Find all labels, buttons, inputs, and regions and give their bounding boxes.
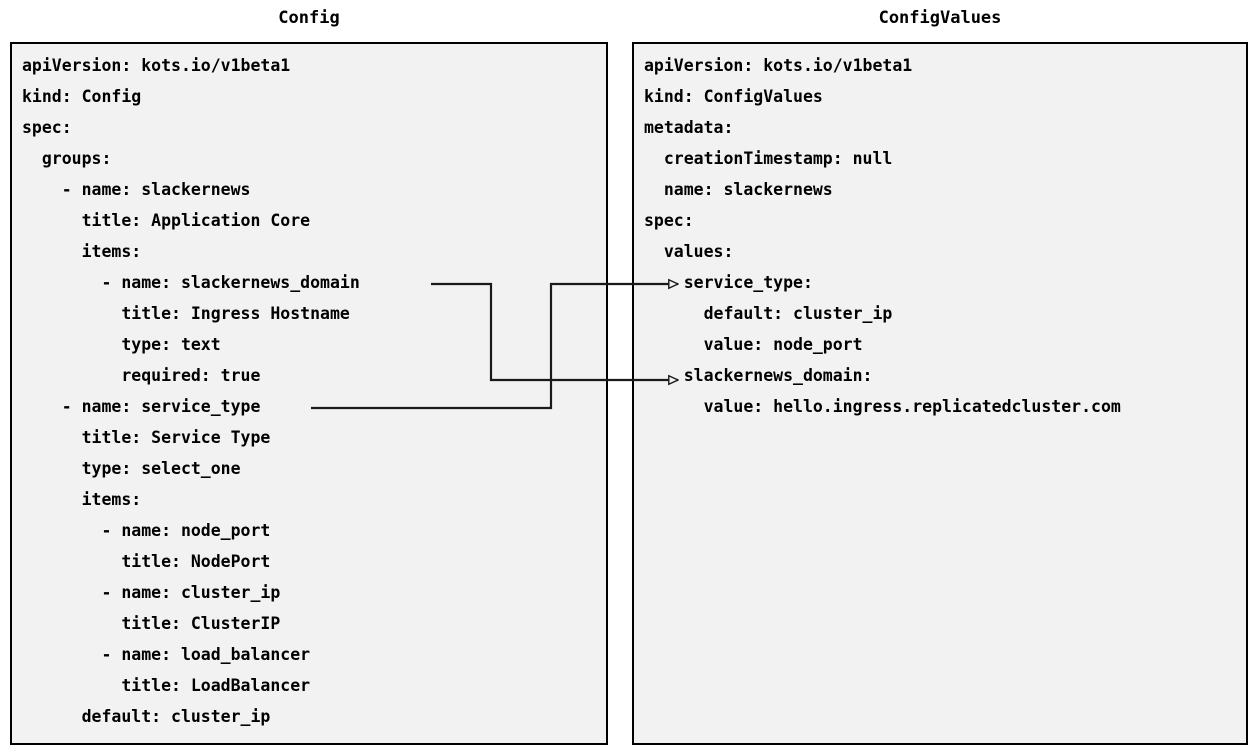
config-panel-title: Config <box>278 8 340 28</box>
config-yaml-line: required: true <box>22 366 261 385</box>
configvalues-yaml-line: spec: <box>644 211 694 230</box>
configvalues-yaml-line: value: node_port <box>644 335 863 354</box>
config-yaml-line: title: Application Core <box>22 211 311 230</box>
config-yaml-line: title: LoadBalancer <box>22 676 311 695</box>
configvalues-yaml-lines: apiVersion: kots.io/v1beta1 kind: ConfigV… <box>644 50 1246 743</box>
configvalues-yaml-line: creationTimestamp: null <box>644 149 893 168</box>
config-yaml-line: type: text <box>22 335 221 354</box>
config-yaml-line: title: Ingress Hostname <box>22 304 350 323</box>
config-yaml-line: spec: <box>22 118 72 137</box>
configvalues-yaml-line: values: <box>644 242 734 261</box>
config-yaml-line: default: cluster_ip <box>22 707 271 726</box>
configvalues-yaml-line: name: slackernews <box>644 180 833 199</box>
config-yaml-line: kind: Config <box>22 87 142 106</box>
configvalues-yaml-line: service_type: <box>644 273 813 292</box>
config-yaml-line: items: <box>22 490 142 509</box>
config-yaml-line: - name: node_port <box>22 521 271 540</box>
configvalues-yaml-line: value: hello.ingress.replicatedcluster.c… <box>644 397 1121 416</box>
config-yaml-line: title: Service Type <box>22 428 271 447</box>
configvalues-yaml-line: slackernews_domain: <box>644 366 873 385</box>
config-yaml-line: - name: load_balancer <box>22 645 311 664</box>
config-yaml-line: items: <box>22 242 142 261</box>
config-yaml-line: - name: cluster_ip <box>22 583 281 602</box>
config-yaml-lines: apiVersion: kots.io/v1beta1 kind: Config s… <box>22 50 606 743</box>
configvalues-yaml-line: default: cluster_ip <box>644 304 893 323</box>
configvalues-yaml-line: kind: ConfigValues <box>644 87 823 106</box>
config-yaml-line: - name: slackernews <box>22 180 251 199</box>
config-yaml-line: groups: <box>22 149 112 168</box>
config-yaml-line: title: NodePort <box>22 552 271 571</box>
config-yaml-line: - name: slackernews_domain <box>22 273 360 292</box>
config-yaml-panel: apiVersion: kots.io/v1beta1 kind: Config s… <box>10 42 608 745</box>
configvalues-yaml-panel: apiVersion: kots.io/v1beta1 kind: ConfigV… <box>632 42 1248 745</box>
configvalues-yaml-line: apiVersion: kots.io/v1beta1 <box>644 56 913 75</box>
configvalues-panel-title: ConfigValues <box>878 8 1002 28</box>
config-yaml-line: title: ClusterIP <box>22 614 281 633</box>
config-yaml-line: - name: service_type <box>22 397 261 416</box>
config-yaml-line: apiVersion: kots.io/v1beta1 <box>22 56 291 75</box>
config-yaml-line: type: select_one <box>22 459 241 478</box>
configvalues-yaml-line: metadata: <box>644 118 734 137</box>
